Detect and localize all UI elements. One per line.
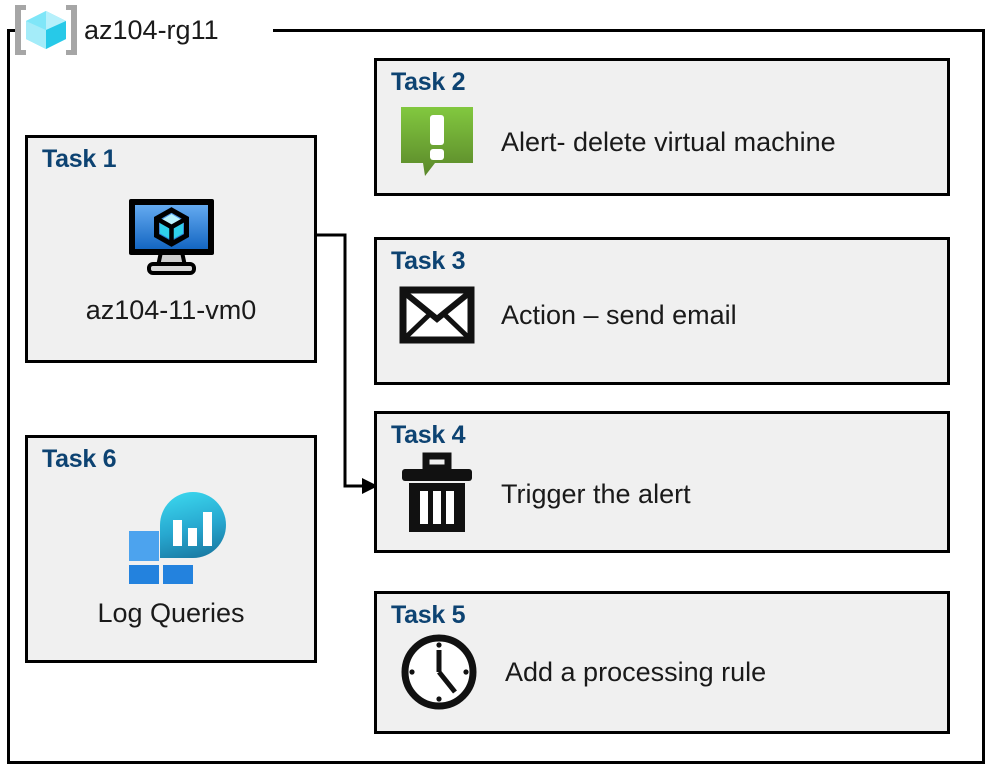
task5-card[interactable]: Task 5 Add a processing rule (374, 591, 950, 734)
log-analytics-icon (28, 484, 314, 584)
task5-text: Add a processing rule (505, 656, 767, 687)
task3-label: Task 3 (391, 247, 466, 275)
task4-label: Task 4 (391, 421, 466, 449)
task3-card[interactable]: Task 3 Action – send email (374, 237, 950, 385)
resource-group-title: az104-rg11 (84, 14, 219, 45)
alert-exclamation-bubble-icon (399, 105, 475, 179)
resource-group-header: az104-rg11 (14, 4, 219, 56)
clock-icon (399, 632, 479, 712)
resource-group-cube-icon (14, 4, 78, 56)
task5-label: Task 5 (391, 601, 466, 629)
task1-label: Task 1 (42, 145, 117, 173)
task6-card[interactable]: Task 6 Log Q (25, 435, 317, 663)
resource-group-border-gap (18, 20, 273, 38)
task4-text: Trigger the alert (501, 478, 691, 509)
trash-can-icon (399, 452, 475, 536)
task2-card[interactable]: Task 2 Alert- delete virtual machine (374, 58, 950, 196)
task6-label: Task 6 (42, 445, 117, 473)
task1-caption: az104-11-vm0 (85, 295, 257, 325)
task2-label: Task 2 (391, 68, 466, 96)
envelope-icon (399, 286, 475, 344)
task1-card[interactable]: Task 1 (25, 135, 317, 363)
task2-text: Alert- delete virtual machine (501, 126, 836, 157)
task6-caption: Log Queries (97, 598, 245, 628)
virtual-machine-icon (28, 196, 314, 278)
task4-card[interactable]: Task 4 Trigger the alert (374, 411, 950, 553)
task3-text: Action – send email (501, 299, 737, 330)
resource-group-container (7, 29, 985, 764)
